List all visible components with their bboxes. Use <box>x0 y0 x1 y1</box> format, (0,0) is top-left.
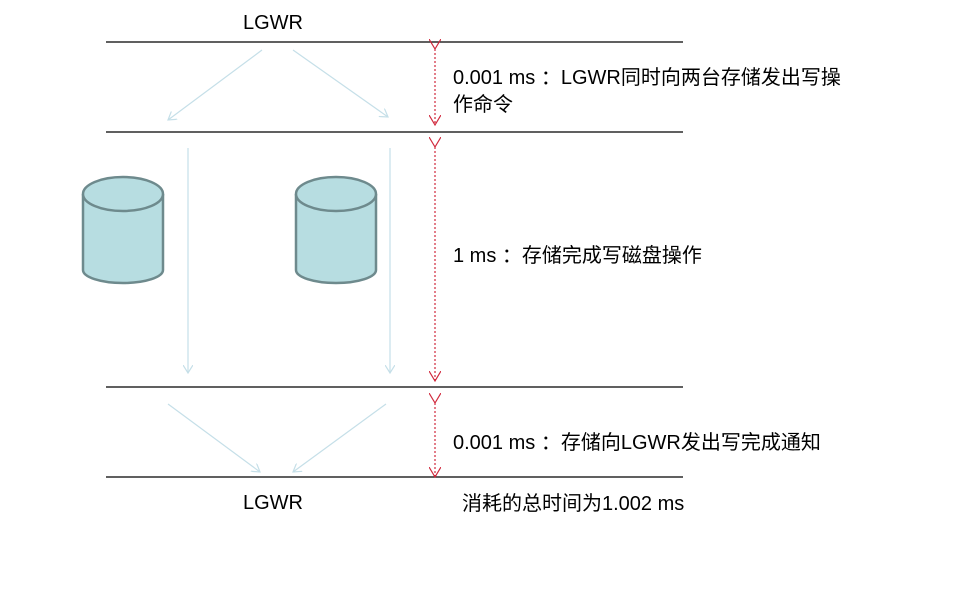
storage-icon <box>294 175 378 285</box>
step3-text: 0.001 ms ：存储向LGWR发出写完成通知 <box>453 432 821 454</box>
total-time-text: 消耗的总时间为1.002 ms <box>462 493 685 515</box>
step1-text-line1: 0.001 ms ：LGWR同时向两台存储发出写操 <box>453 67 841 89</box>
phase-divider-lines <box>106 41 683 478</box>
flow-arrows <box>167 49 390 472</box>
write-command-arrow-left <box>168 49 263 120</box>
step2-text: 1 ms ：存储完成写磁盘操作 <box>453 245 702 267</box>
lgwr-bottom-label: LGWR <box>243 492 303 514</box>
ack-arrow-right <box>293 403 387 472</box>
write-command-arrow-right <box>292 49 388 117</box>
storage-icon <box>81 175 165 285</box>
ack-arrow-left <box>167 403 260 472</box>
lgwr-top-label: LGWR <box>243 12 303 34</box>
step1-text-line2: 作命令 <box>453 94 513 116</box>
